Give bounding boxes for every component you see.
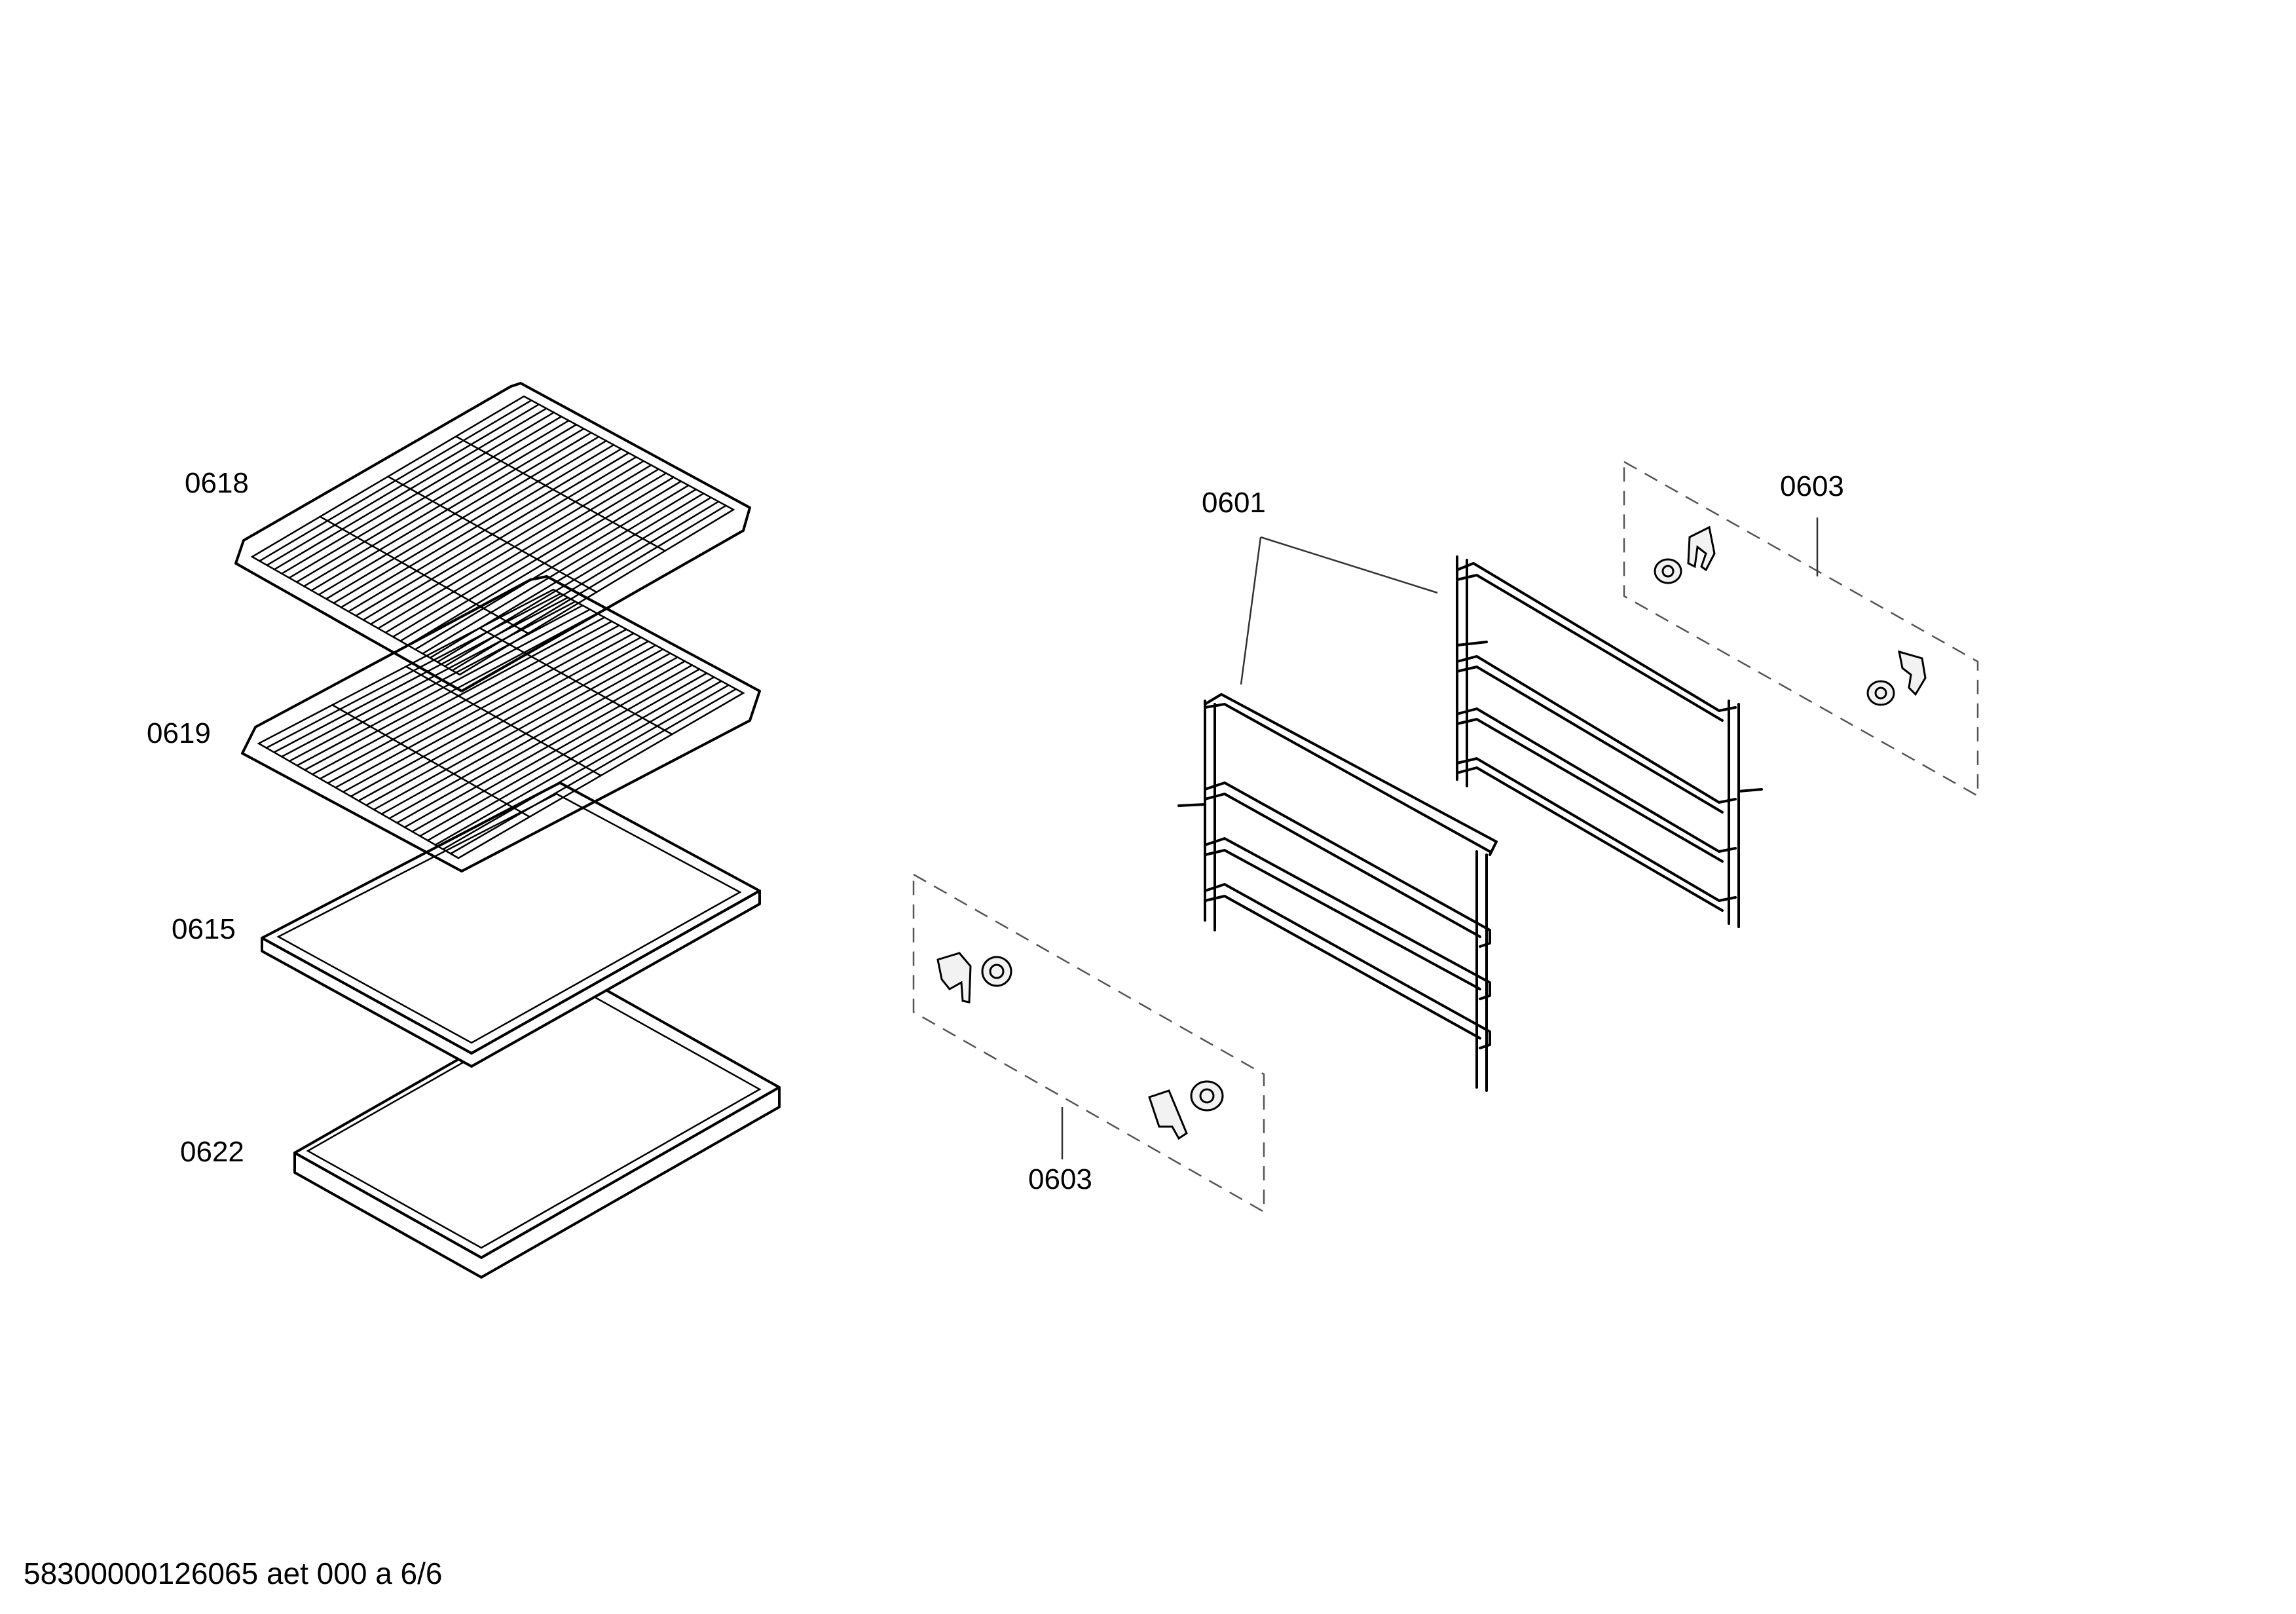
- grid-wire: [455, 436, 666, 552]
- grid-wire: [331, 704, 530, 818]
- label-0618: 0618: [185, 467, 249, 499]
- clip-set-right: [1623, 460, 1979, 798]
- grid-wire: [479, 627, 673, 736]
- shelf-rail-right: [1456, 555, 1763, 928]
- grid-wire: [319, 516, 529, 635]
- leader-lines: [1061, 517, 1819, 1159]
- label-0603-right: 0603: [1780, 470, 1844, 502]
- label-0615: 0615: [172, 913, 236, 945]
- label-0601: 0601: [1202, 487, 1266, 519]
- grid-wire: [405, 666, 602, 777]
- wire-grid-upper: [234, 382, 751, 692]
- label-0619: 0619: [147, 717, 211, 749]
- clip-set-left: [912, 873, 1265, 1214]
- label-0603-left: 0603: [1028, 1163, 1092, 1195]
- shelf-rail-left: [1177, 693, 1498, 1092]
- flat-baking-tray: [261, 781, 761, 1068]
- wire-grid-lower: [241, 575, 761, 873]
- deep-baking-tray: [293, 981, 781, 1279]
- label-0622: 0622: [180, 1136, 244, 1168]
- document-reference: 58300000126065 aet 000 a 6/6: [24, 1556, 443, 1590]
- grid-wire: [387, 476, 598, 593]
